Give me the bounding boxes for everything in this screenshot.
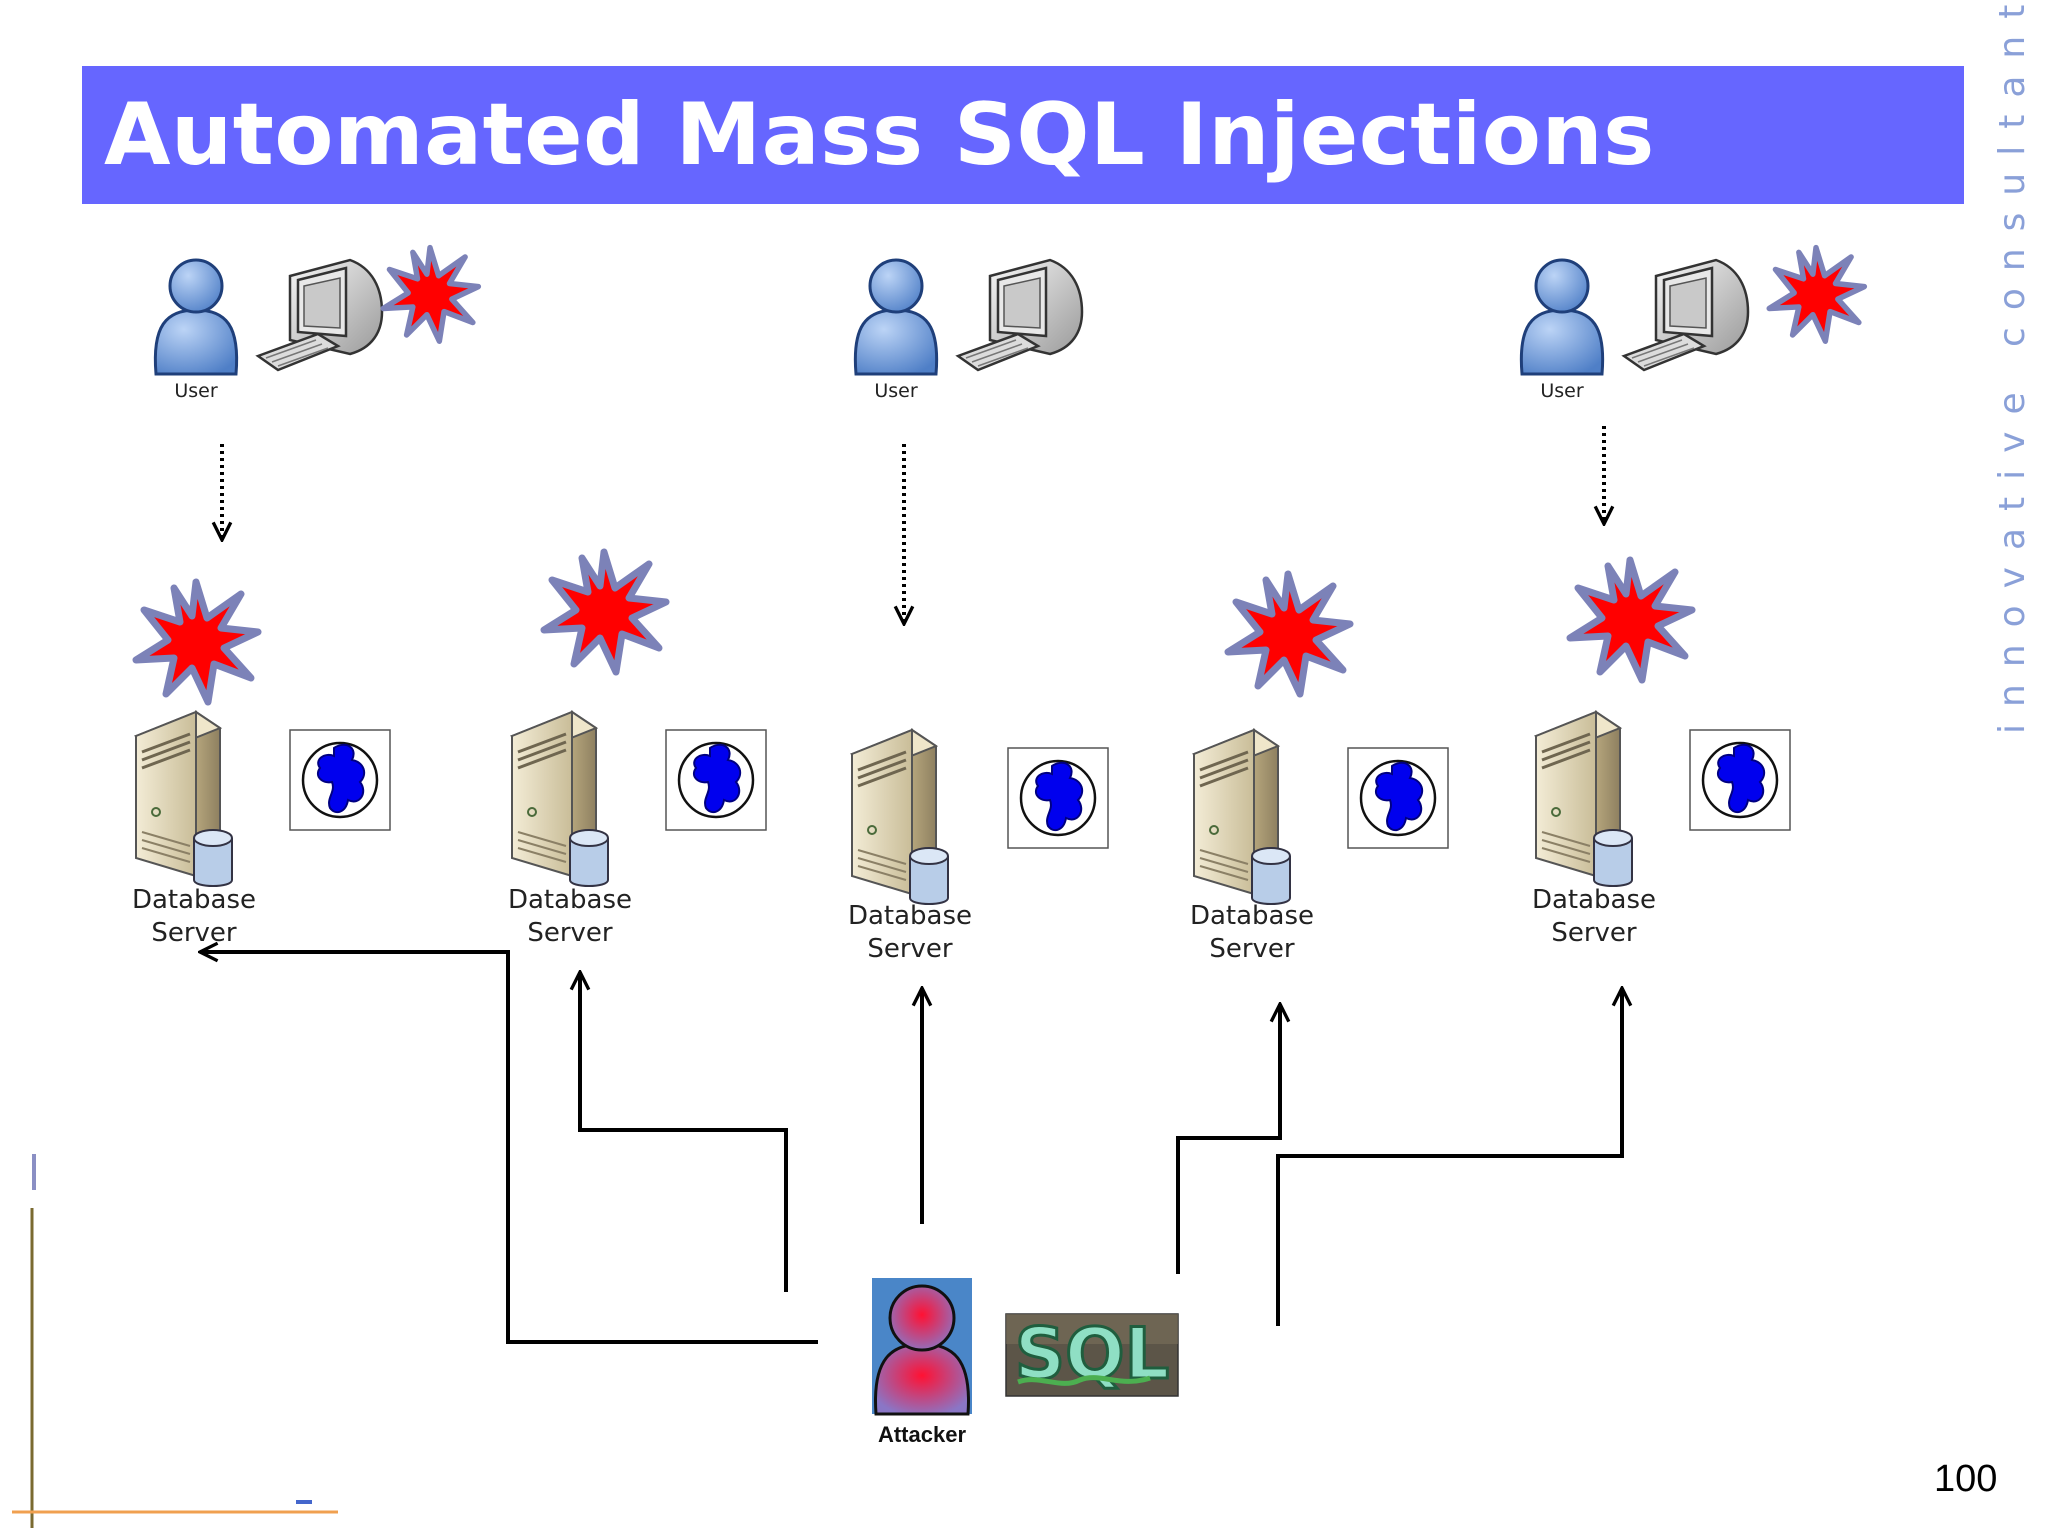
explosion-icon: [1570, 560, 1692, 680]
database-server-icon: [1534, 710, 1634, 888]
explosion-icon: [544, 552, 666, 672]
attack-arrow-4: [1176, 1004, 1280, 1274]
server-label: Database Server: [131, 885, 257, 948]
web-globe-icon: [1346, 746, 1450, 850]
explosion-icon: [383, 248, 478, 342]
computer-icon: [1622, 258, 1750, 372]
web-globe-icon: [1688, 728, 1792, 832]
attack-arrow-1: [200, 952, 818, 1344]
web-globe-icon: [1006, 746, 1110, 850]
user-label: User: [1540, 380, 1584, 402]
title-bar: Automated Mass SQL Injections: [82, 66, 1964, 204]
server-label: Database Server: [1189, 901, 1315, 964]
attack-arrow-2: [580, 972, 788, 1292]
slide-title: Automated Mass SQL Injections: [104, 85, 1655, 185]
server-label: Database Server: [507, 885, 633, 948]
computer-icon: [256, 258, 384, 372]
user-icon: [153, 258, 239, 376]
database-server-icon: [850, 728, 950, 906]
web-globe-icon: [288, 728, 392, 832]
attacker-label: Attacker: [877, 1422, 967, 1447]
user-group-1: [153, 248, 478, 376]
user-icon: [1519, 258, 1605, 376]
explosion-icon: [1228, 574, 1350, 694]
user-group-3: [1519, 248, 1864, 376]
database-server-icon: [134, 710, 234, 888]
database-server-icon: [1192, 728, 1292, 906]
user-icon: [853, 258, 939, 376]
explosion-icon: [1769, 248, 1864, 342]
web-globe-icon: [664, 728, 768, 832]
server-label: Database Server: [847, 901, 973, 964]
user-label: User: [874, 380, 918, 402]
sql-logo-text: SQL: [1015, 1313, 1170, 1395]
server-label: Database Server: [1531, 885, 1657, 948]
user-label: User: [174, 380, 218, 402]
explosion-icon: [136, 582, 258, 702]
computer-icon: [956, 258, 1084, 372]
sql-logo-icon: SQL: [1005, 1312, 1179, 1397]
attack-arrow-5: [1276, 988, 1622, 1326]
page-number: 100: [1934, 1458, 1998, 1500]
user-group-2: [853, 258, 1084, 376]
database-server-icon: [510, 710, 610, 888]
attacker-icon: [870, 1276, 974, 1416]
